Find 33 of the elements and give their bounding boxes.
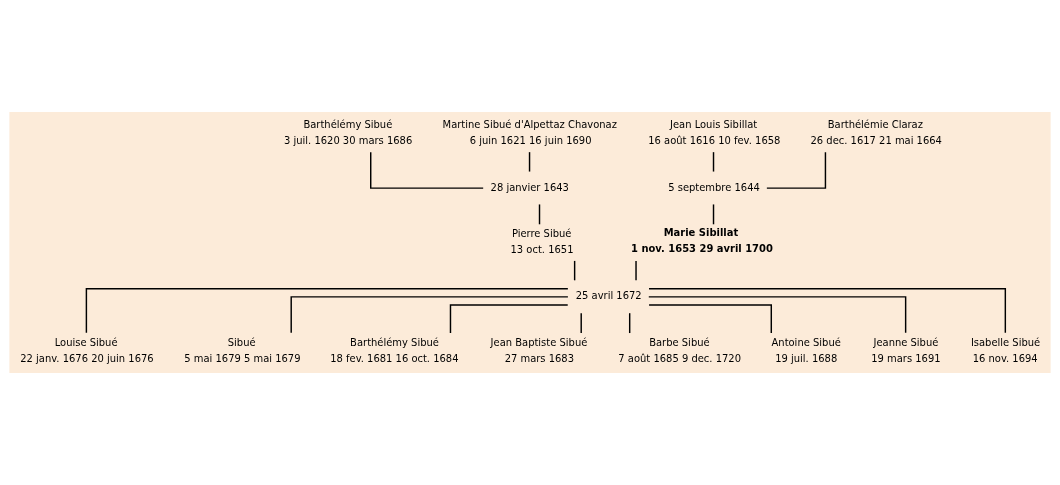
connector [573,260,576,282]
connector [580,312,582,334]
connector [712,151,715,173]
node-text: Antoine Sibué 19 juil. 1688 [771,336,841,364]
connector [648,304,772,334]
connector [635,260,637,282]
node-text: 5 septembre 1644 [668,181,760,193]
node-text: Louise Sibué 22 janv. 1676 20 juin 1676 [20,336,154,364]
node-text: Martine Sibué d'Alpettaz Chavonaz 6 juin 1621 16 juin 1690 [442,119,617,147]
node-text: Pierre Sibué 13 oct. 1651 [510,227,574,256]
node-text: Barthélémie Claraz 26 dec. 1617 21 mai 1664 [810,119,942,147]
connector [628,312,631,334]
node-text: Barbe Sibué 7 août 1685 9 dec. 1720 [618,336,741,364]
connector [712,203,715,225]
node-text: Barthélémy Sibué 18 fev. 1681 16 oct. 1684 [330,336,459,364]
node-text: Jean Baptiste Sibué 27 mars 1683 [490,336,588,364]
connector [648,296,907,334]
connector [538,203,541,225]
connector [766,151,827,189]
node-text: Marie Sibillat 1 nov. 1653 29 avril 1700 [631,226,773,255]
node-text: 25 avril 1672 [575,290,642,302]
node-text: Barthélémy Sibué 3 juil. 1620 30 mars 1686 [283,119,413,147]
connector [449,304,569,334]
connector [370,151,484,189]
node-text: Jeanne Sibué 19 mars 1691 [871,336,941,364]
connector [528,151,531,173]
node-text: 28 janvier 1643 [490,181,569,193]
connector [85,288,569,334]
connector [290,296,569,334]
node-text: Isabelle Sibué 16 nov. 1694 [970,336,1041,364]
node-text: Sibué 5 mai 1679 5 mai 1679 [184,336,301,364]
connector [648,288,1007,334]
node-text: Jean Louis Sibillat 16 août 1616 10 fev. 1658 [648,119,781,147]
